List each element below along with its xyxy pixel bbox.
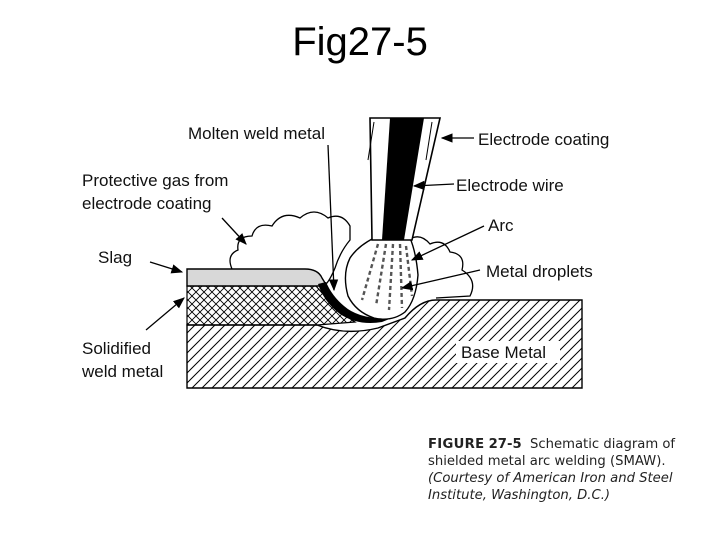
caption-text: Schematic diagram of shielded metal arc … xyxy=(428,437,676,469)
label-solidified-1: Solidified xyxy=(82,339,151,358)
figure-caption: FIGURE 27-5 Schematic diagram of shielde… xyxy=(428,436,714,504)
arrow-molten-weld xyxy=(327,144,339,292)
arc-cone xyxy=(344,237,419,320)
slag-layer xyxy=(186,268,329,287)
arrow-solidified xyxy=(145,297,185,331)
label-metal-droplets: Metal droplets xyxy=(486,262,593,281)
label-electrode-coating: Electrode coating xyxy=(478,130,609,149)
caption-figure-word: FIGURE xyxy=(428,437,485,452)
slide-title: Fig27-5 xyxy=(292,20,428,64)
caption-figure-number: 27-5 xyxy=(488,437,522,452)
label-arc: Arc xyxy=(488,216,514,235)
arrow-arc xyxy=(410,225,485,261)
arrow-electrode-wire xyxy=(412,180,455,191)
caption-credit: (Courtesy of American Iron and Steel Ins… xyxy=(428,471,673,503)
leader-arrows xyxy=(145,133,485,331)
label-solidified-2: weld metal xyxy=(81,362,163,381)
label-molten-weld-metal: Molten weld metal xyxy=(188,124,325,143)
label-electrode-wire: Electrode wire xyxy=(456,176,564,195)
label-protective-gas-2: electrode coating xyxy=(82,194,211,213)
electrode-wire xyxy=(382,118,424,240)
base-metal-region xyxy=(186,299,583,389)
arrow-metal-droplets xyxy=(400,269,481,291)
metal-droplets xyxy=(360,243,414,311)
gas-cloud-right xyxy=(407,236,474,299)
label-protective-gas-1: Protective gas from xyxy=(82,171,228,190)
label-base-metal: Base Metal xyxy=(461,343,546,362)
arrow-protective-gas xyxy=(221,217,247,245)
arrow-slag xyxy=(149,261,184,274)
label-slag: Slag xyxy=(98,248,132,267)
